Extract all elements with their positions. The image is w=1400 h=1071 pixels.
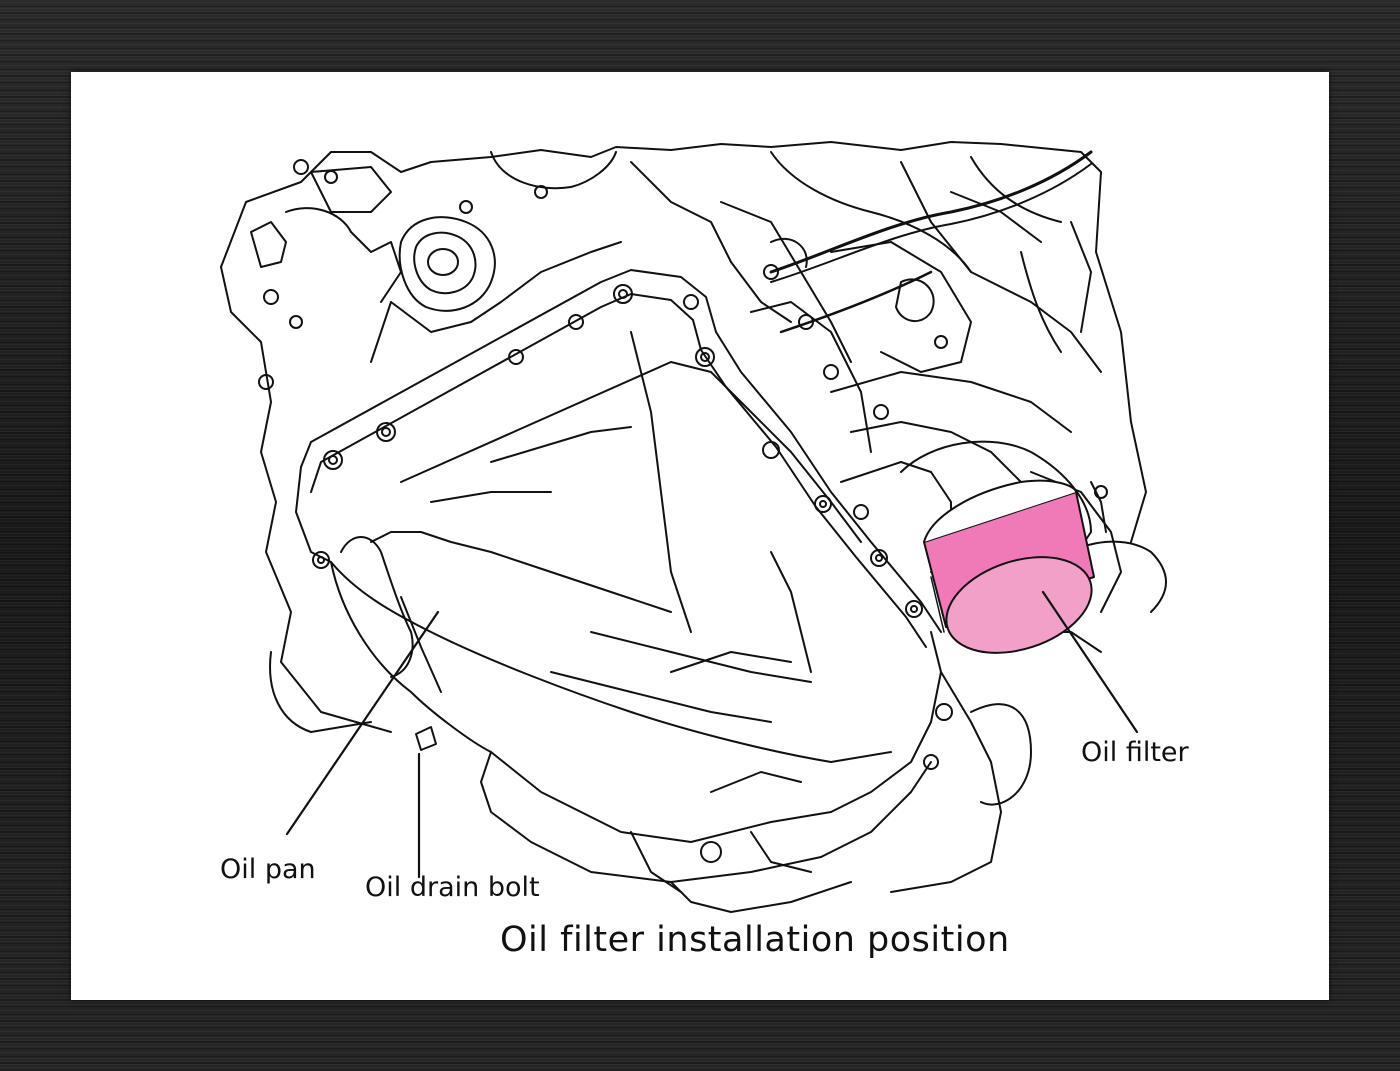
- leader-oil-filter: [1041, 590, 1139, 734]
- oil-pan-body: [330, 331, 942, 913]
- label-oil-pan: Oil pan: [220, 854, 316, 885]
- leader-lines: [285, 590, 1139, 879]
- engine-block: [220, 141, 1147, 733]
- leader-oil-pan: [285, 610, 440, 836]
- label-oil-drain-bolt: Oil drain bolt: [365, 872, 540, 903]
- crank-pulley: [370, 216, 622, 363]
- diagram-caption: Oil filter installation position: [500, 920, 1010, 960]
- oil-pan-flange: [295, 269, 942, 648]
- label-oil-filter: Oil filter: [1081, 737, 1189, 768]
- diagram-panel: Oil pan Oil drain bolt Oil filter Oil fi…: [71, 72, 1329, 1000]
- engine-diagram: [220, 141, 1167, 913]
- flange-bolts: [258, 159, 953, 863]
- drain-bolt: [415, 726, 437, 751]
- oil-filter: [923, 479, 1095, 654]
